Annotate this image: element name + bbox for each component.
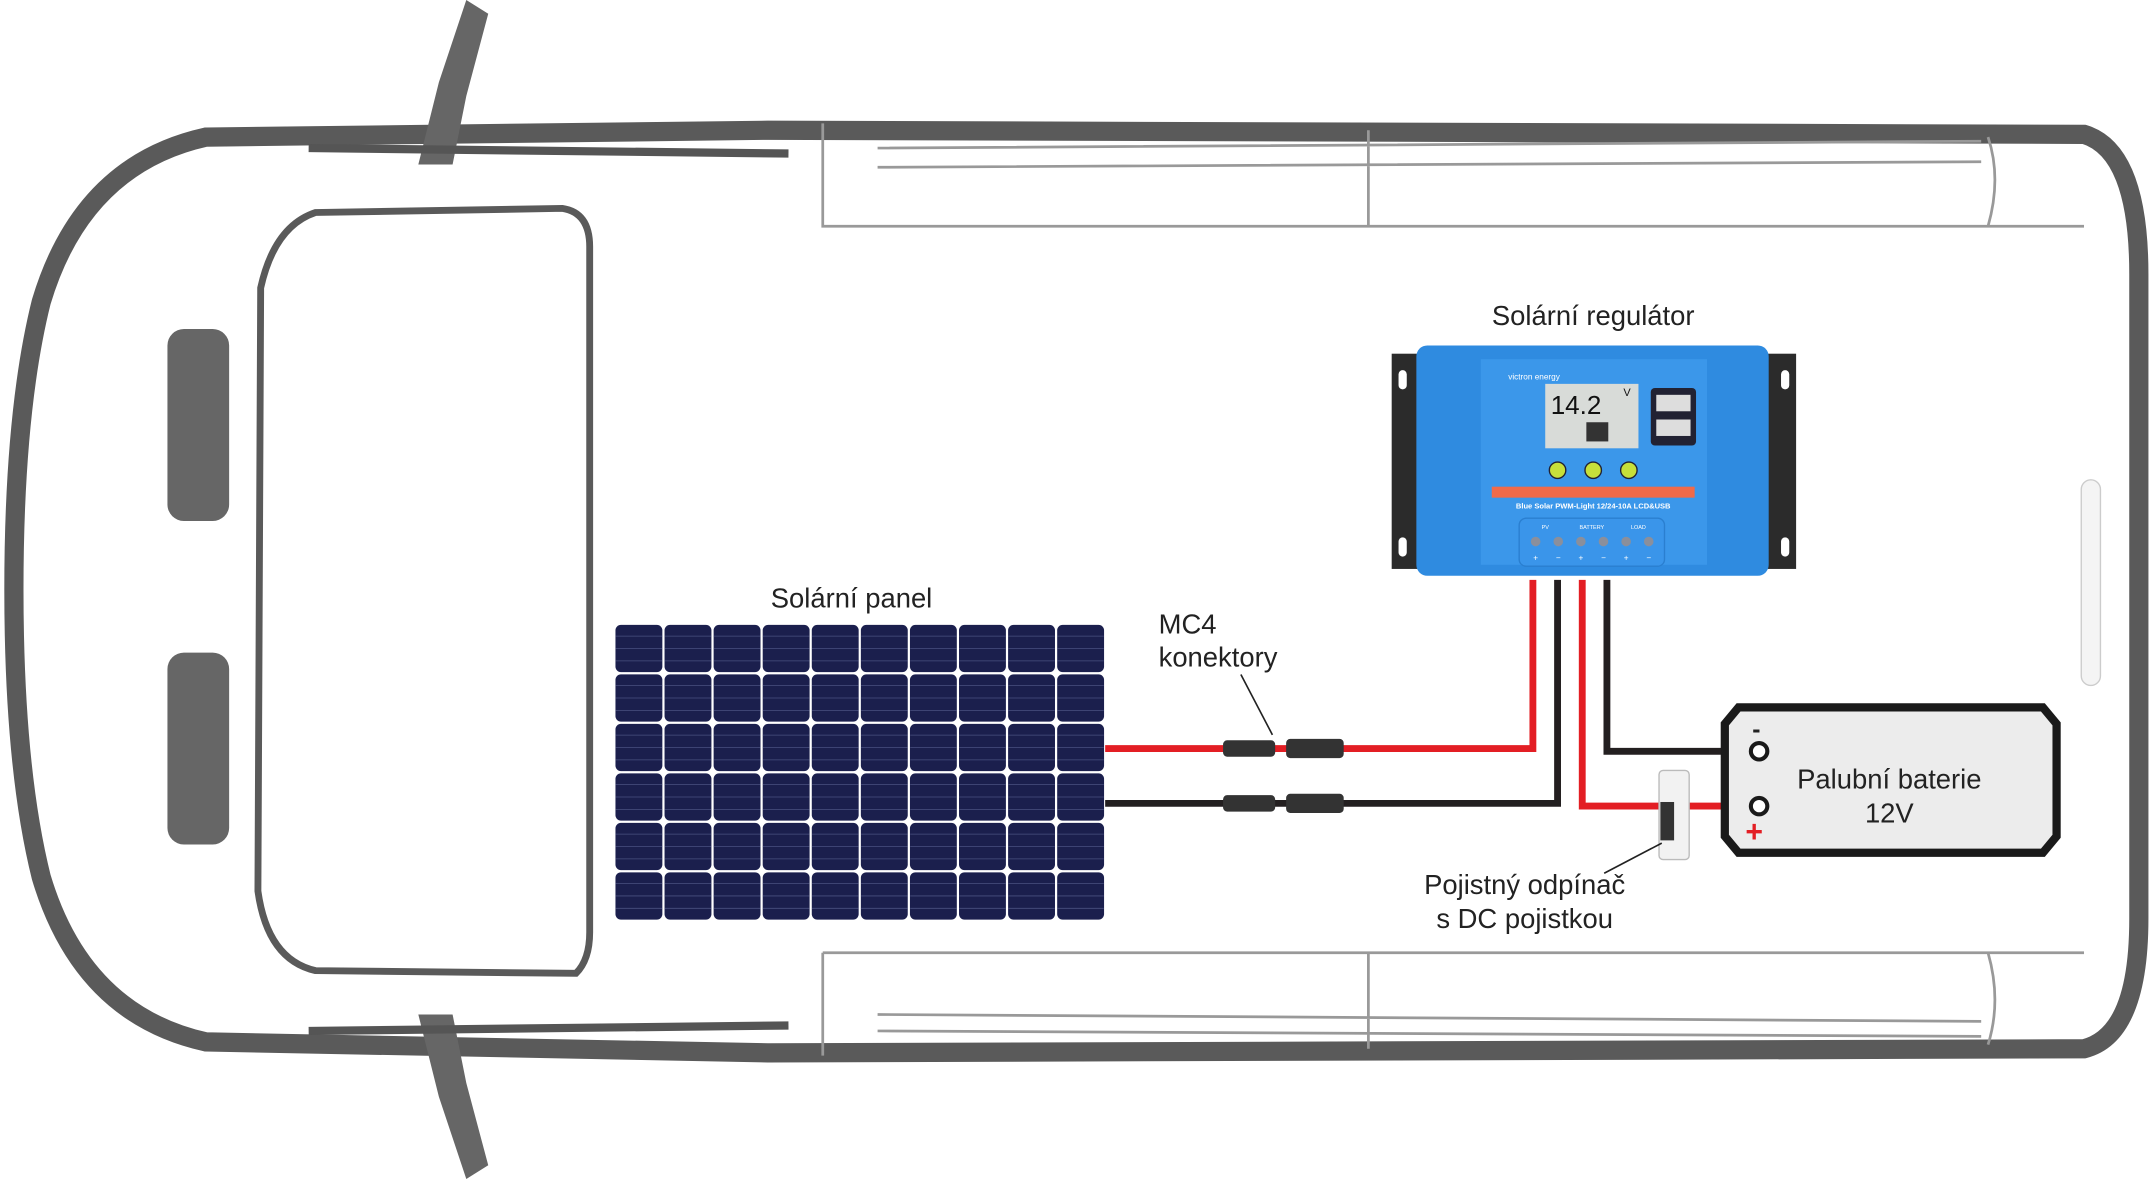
terminal-screw: [1576, 536, 1586, 547]
battery-label-line2: 12V: [1865, 798, 1914, 829]
terminal-sign: +: [1624, 554, 1629, 563]
lcd-value: 14.2: [1551, 390, 1602, 420]
van-top-view: [4, 0, 2149, 1179]
solar-charge-controller: victron energy 14.2 V Blue Solar PWM-Lig…: [1391, 345, 1797, 576]
controller-button-3: [1619, 461, 1638, 480]
battery-case: [1720, 703, 2061, 857]
terminal-screw: [1598, 536, 1609, 547]
mc4-connector-negative: [1223, 793, 1344, 813]
battery-terminal-positive: [1748, 795, 1770, 817]
terminal-screw: [1553, 536, 1564, 547]
controller-label: Solární regulátor: [1492, 300, 1695, 331]
fuse-label-line2: s DC pojistkou: [1436, 903, 1613, 934]
controller-brand: victron energy: [1508, 373, 1561, 382]
battery: - + Palubní baterie 12V: [1720, 703, 2061, 857]
door-line-bottom: [308, 1021, 789, 1036]
terminal-sign: +: [1533, 554, 1538, 563]
mc4-connector-positive: [1223, 738, 1344, 759]
terminal-screw: [1621, 536, 1631, 547]
terminal-group-label: BATTERY: [1579, 525, 1604, 531]
hood-vent-top: [167, 329, 230, 521]
terminals: PV BATTERY LOAD + − + − + −: [1530, 525, 1654, 563]
door-line-top: [308, 143, 789, 158]
terminal-sign: −: [1601, 554, 1606, 563]
roof-rail-bottom: [821, 951, 2085, 1056]
windshield: [254, 204, 594, 977]
terminal-screw: [1530, 536, 1541, 547]
battery-terminal-negative: [1748, 740, 1770, 762]
wire-battery-negative: [1603, 579, 1755, 755]
solar-panel: [615, 624, 1105, 920]
terminal-sign: −: [1646, 554, 1651, 563]
terminal-sign: −: [1556, 554, 1561, 563]
controller-button-2: [1584, 461, 1603, 480]
mirror-bottom: [418, 1014, 489, 1179]
panel-label: Solární panel: [771, 582, 933, 613]
rear-light: [2080, 479, 2102, 687]
terminal-sign: +: [1578, 554, 1583, 563]
fuse-disconnector: [1603, 769, 1690, 875]
terminal-block: [1518, 517, 1666, 567]
fuse-leader-line: [1603, 842, 1663, 875]
lcd-unit: V: [1623, 387, 1631, 399]
roof-rail-top: [821, 123, 2085, 228]
controller-button-1: [1548, 461, 1567, 480]
battery-plus-sign: +: [1745, 816, 1763, 849]
terminal-screw: [1643, 536, 1654, 547]
mirror-top: [418, 0, 489, 165]
battery-label-line1: Palubní baterie: [1797, 763, 1981, 794]
mc4-label-line2: konektory: [1159, 641, 1278, 672]
hood-vent-bottom: [167, 652, 230, 845]
orange-stripe: [1491, 486, 1695, 498]
fuse-label-line1: Pojistný odpínač: [1424, 869, 1625, 900]
mc4-leader-line: [1240, 674, 1274, 736]
controller-model: Blue Solar PWM-Light 12/24-10A LCD&USB: [1516, 502, 1671, 511]
mc4-label-line1: MC4: [1159, 608, 1217, 639]
terminal-group-label: PV: [1542, 525, 1550, 531]
terminal-group-label: LOAD: [1631, 525, 1646, 531]
battery-minus-sign: -: [1752, 717, 1760, 744]
mc4-connectors: [1223, 674, 1344, 813]
